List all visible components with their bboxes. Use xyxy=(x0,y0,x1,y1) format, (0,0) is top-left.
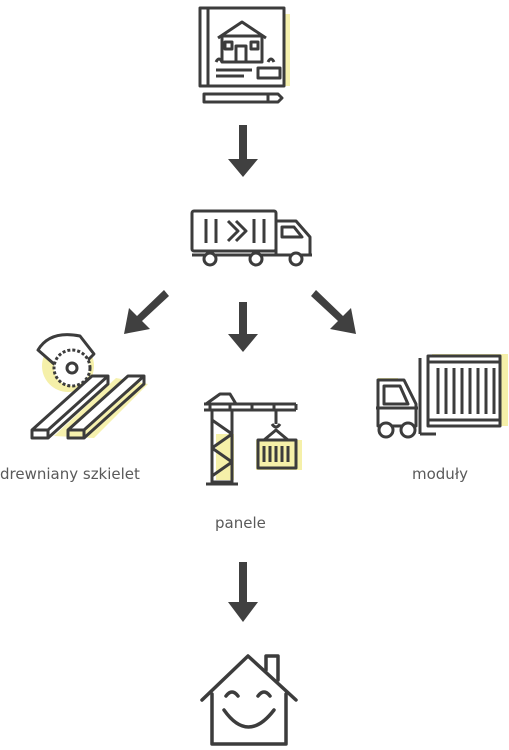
arrow-truck-to-panels xyxy=(228,302,258,352)
house-blueprint-icon xyxy=(198,6,290,104)
node-panels xyxy=(204,390,304,490)
frame-label: drewniany szkielet xyxy=(0,465,140,483)
node-modules xyxy=(374,350,509,440)
tower-crane-container-icon xyxy=(204,392,302,486)
circular-saw-lumber-icon xyxy=(30,333,148,440)
forklift-container-icon xyxy=(376,354,508,439)
arrow-blueprint-to-truck xyxy=(228,125,258,177)
smiling-house-icon xyxy=(200,654,298,746)
arrow-panels-to-home xyxy=(228,562,258,622)
delivery-truck-icon xyxy=(190,209,312,267)
node-frame xyxy=(24,326,154,442)
panels-label: panele xyxy=(215,514,266,532)
arrow-truck-to-modules xyxy=(311,290,356,334)
node-home xyxy=(198,648,302,750)
node-blueprint xyxy=(194,4,294,104)
node-truck xyxy=(188,207,316,269)
modules-label: moduły xyxy=(412,465,468,483)
arrow-truck-to-frame xyxy=(124,290,169,334)
